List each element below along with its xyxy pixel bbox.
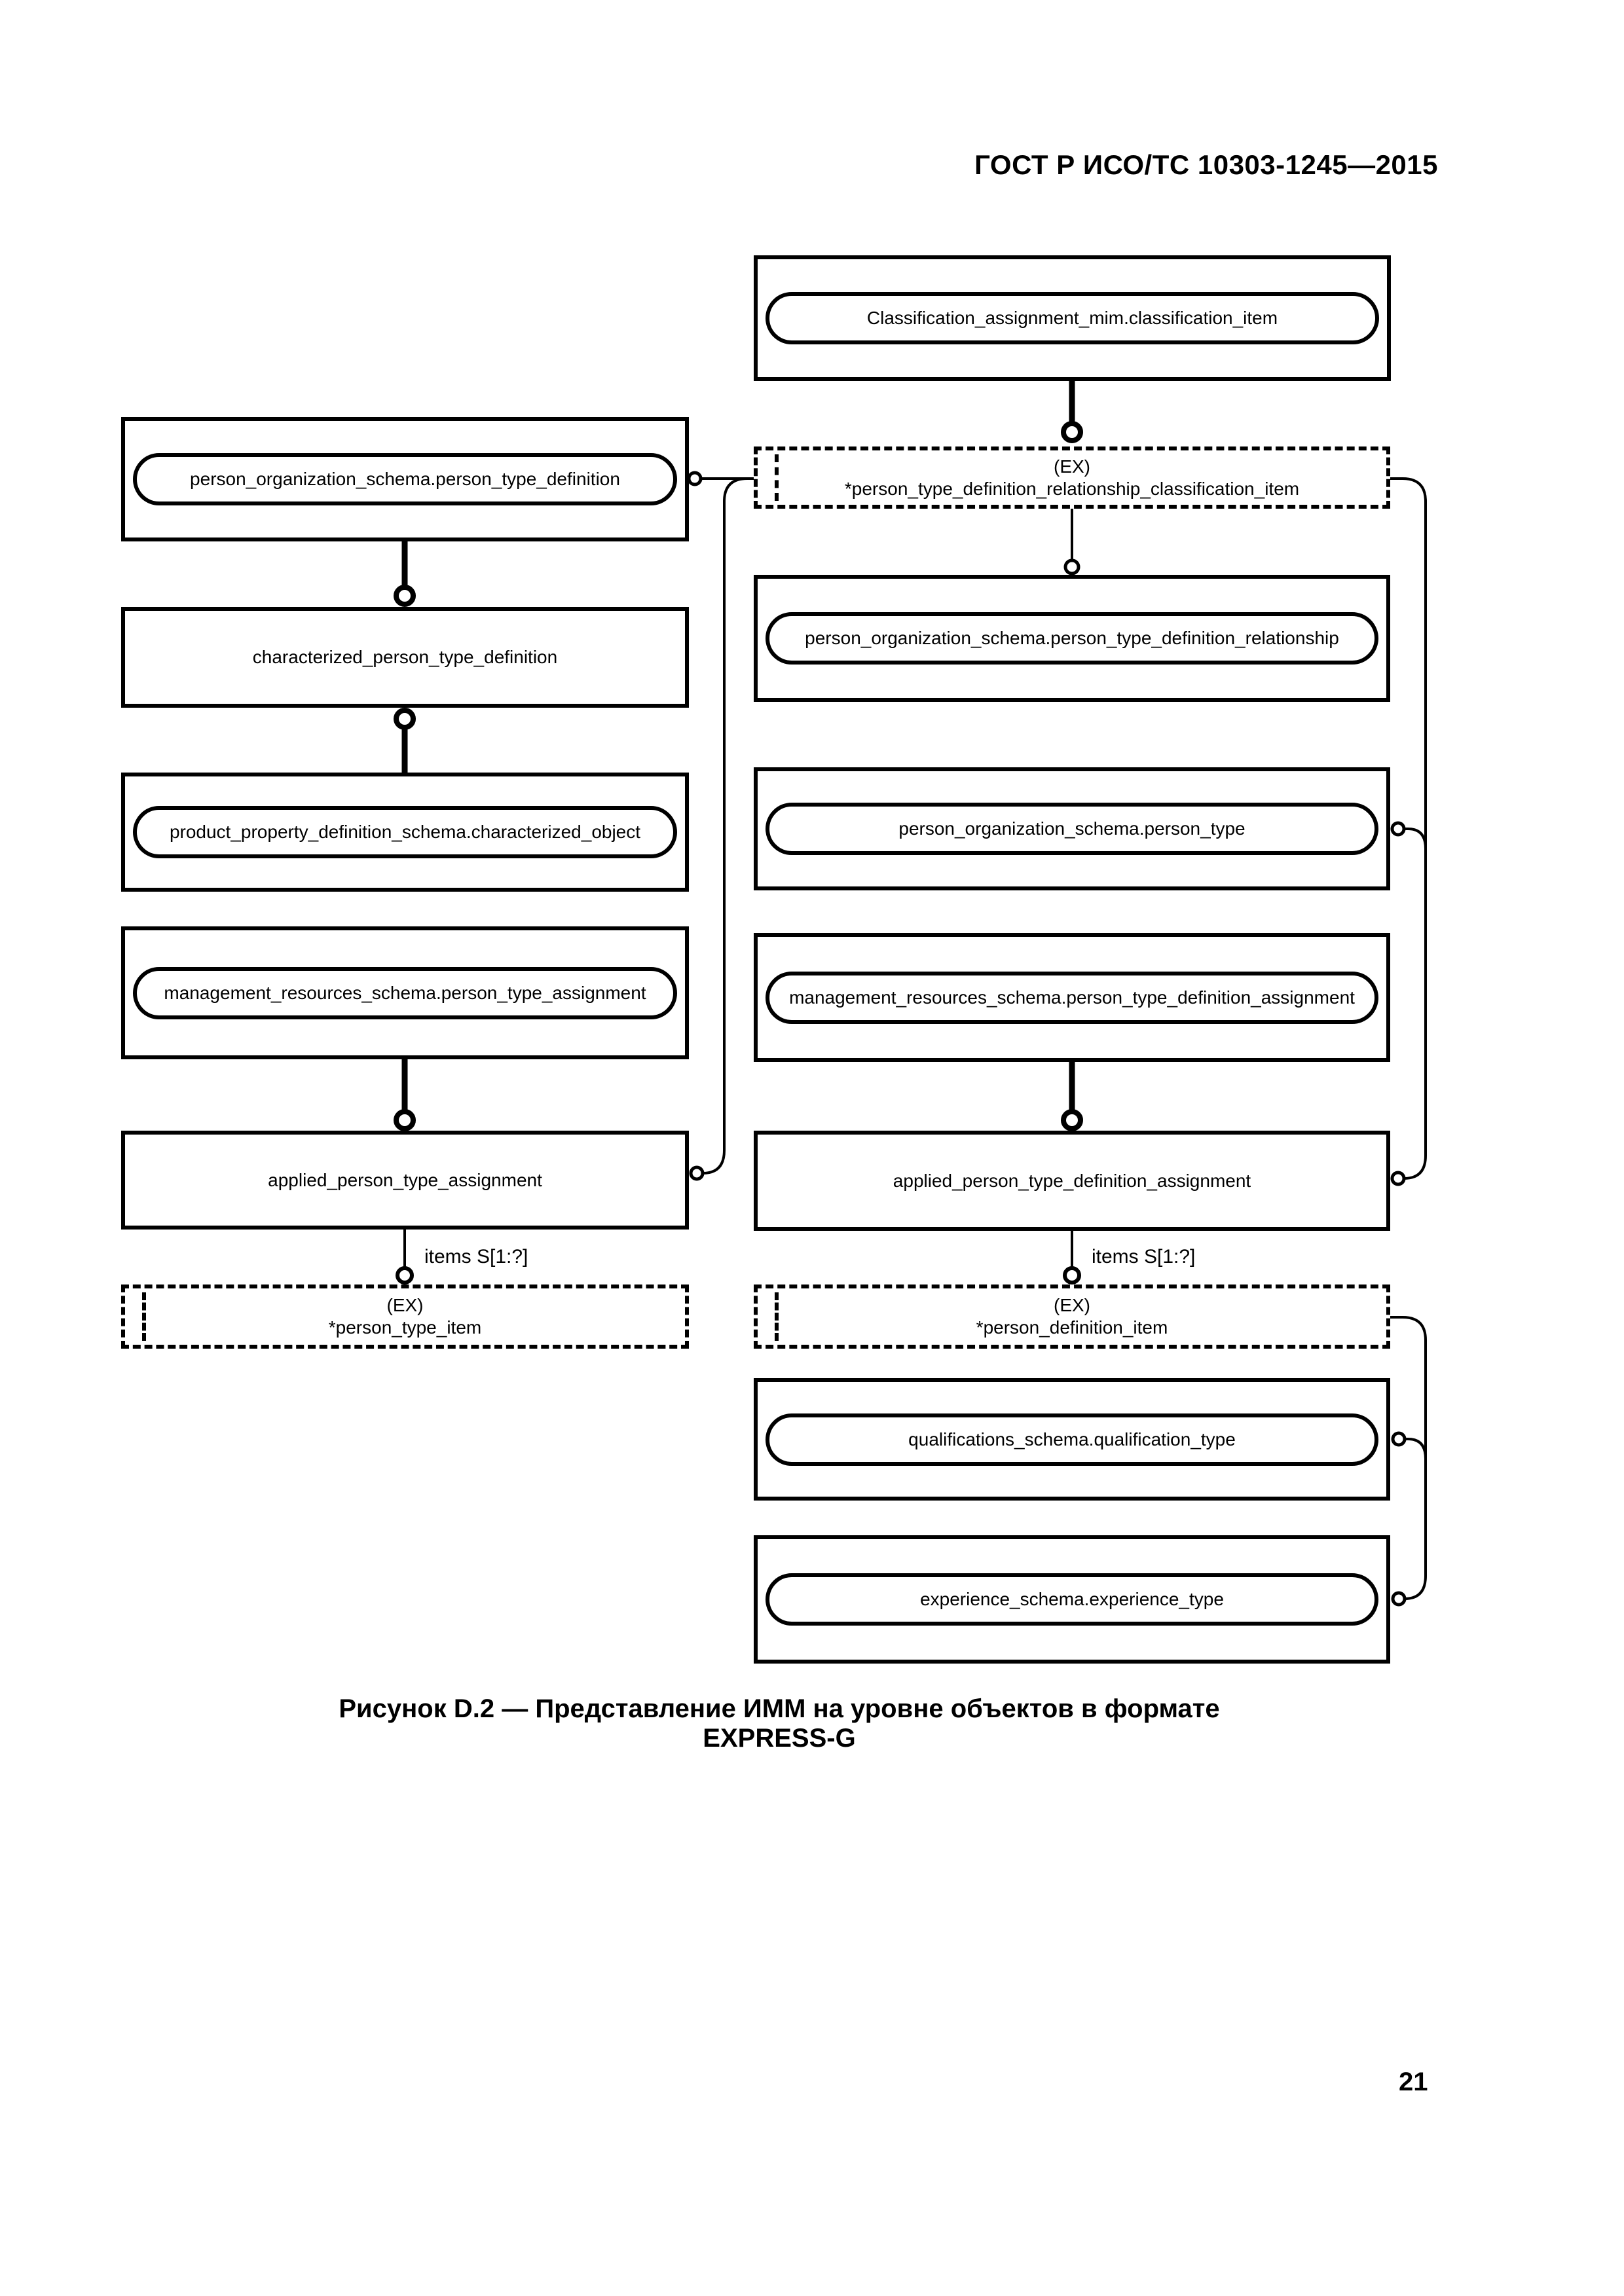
box-label: management_resources_schema.person_type_… xyxy=(164,982,646,1003)
box-label: applied_person_type_assignment xyxy=(268,1169,542,1190)
box-characterized-person-type-definition: characterized_person_type_definition xyxy=(121,607,689,708)
pill-person-type: person_organization_schema.person_type xyxy=(766,803,1378,855)
box-label: person_organization_schema.person_type_d… xyxy=(190,469,620,489)
box-select-classification-item: (EX) *person_type_definition_relationshi… xyxy=(754,446,1390,509)
figure-caption: Рисунок D.2 — Представление ИММ на уровн… xyxy=(339,1694,1220,1753)
box-select-person-type-item: (EX) *person_type_item xyxy=(121,1285,689,1349)
wire-right-upper xyxy=(1390,477,1427,1180)
attribute-circle xyxy=(396,1266,414,1285)
box-person-type: person_organization_schema.person_type xyxy=(754,767,1390,890)
select-ex-marker: (EX) xyxy=(1054,456,1090,477)
box-experience-type: experience_schema.experience_type xyxy=(754,1535,1390,1664)
attribute-circle xyxy=(1390,1171,1406,1186)
pill-classification-item: Classification_assignment_mim.classifica… xyxy=(766,292,1379,344)
wire-right-upper-branch xyxy=(1404,828,1427,849)
box-label: *person_type_item xyxy=(328,1317,482,1338)
select-ex-marker: (EX) xyxy=(1054,1295,1090,1315)
box-label: experience_schema.experience_type xyxy=(920,1589,1224,1609)
select-type-double-edge xyxy=(775,1292,779,1341)
subtype-circle xyxy=(1061,1109,1083,1131)
box-select-person-definition-item: (EX) *person_definition_item xyxy=(754,1285,1390,1349)
page-number: 21 xyxy=(1399,2068,1428,2096)
box-label: applied_person_type_definition_assignmen… xyxy=(893,1170,1251,1191)
wire-right-lower-branch xyxy=(1405,1438,1427,1459)
select-ex-marker: (EX) xyxy=(386,1295,424,1315)
box-applied-person-type-assignment: applied_person_type_assignment xyxy=(121,1131,689,1230)
box-person-type-definition-assignment: management_resources_schema.person_type_… xyxy=(754,933,1390,1062)
pill-person-type-definition-relationship: person_organization_schema.person_type_d… xyxy=(766,612,1378,665)
select-type-double-edge xyxy=(142,1292,146,1341)
attribute-circle xyxy=(1390,821,1406,837)
attribute-circle xyxy=(1063,558,1080,575)
box-person-type-definition-relationship: person_organization_schema.person_type_d… xyxy=(754,575,1390,702)
box-label: product_property_definition_schema.chara… xyxy=(169,822,641,842)
subtype-circle xyxy=(1061,421,1083,443)
box-label: Classification_assignment_mim.classifica… xyxy=(866,308,1278,328)
box-label: *person_definition_item xyxy=(976,1317,1168,1338)
box-label: qualifications_schema.qualification_type xyxy=(908,1429,1236,1449)
box-label: management_resources_schema.person_type_… xyxy=(789,987,1355,1008)
page-header-title: ГОСТ Р ИСО/ТС 10303-1245—2015 xyxy=(974,149,1438,180)
pill-characterized-object: product_property_definition_schema.chara… xyxy=(133,806,677,858)
box-classification-item: Classification_assignment_mim.classifica… xyxy=(754,255,1391,381)
attribute-circle xyxy=(1391,1591,1407,1607)
attribute-circle xyxy=(689,1165,705,1181)
box-label: characterized_person_type_definition xyxy=(252,647,558,667)
pill-person-type-definition-assignment: management_resources_schema.person_type_… xyxy=(766,971,1378,1024)
subtype-circle xyxy=(394,1109,416,1131)
subtype-circle xyxy=(394,708,416,730)
wire-left-vertical xyxy=(702,477,748,1175)
wire-right-lower xyxy=(1390,1316,1427,1600)
pill-person-type-assignment: management_resources_schema.person_type_… xyxy=(133,966,677,1019)
edge-label-items-left: items S[1:?] xyxy=(424,1246,528,1267)
pill-experience-type: experience_schema.experience_type xyxy=(766,1573,1378,1626)
pill-qualification-type: qualifications_schema.qualification_type xyxy=(766,1413,1378,1466)
select-type-double-edge xyxy=(775,454,779,501)
pill-person-type-definition: person_organization_schema.person_type_d… xyxy=(133,453,677,505)
attribute-circle xyxy=(687,471,703,486)
box-applied-person-type-definition-assignment: applied_person_type_definition_assignmen… xyxy=(754,1131,1390,1231)
box-label: *person_type_definition_relationship_cla… xyxy=(844,478,1300,499)
box-label: person_organization_schema.person_type xyxy=(898,818,1246,839)
box-qualification-type: qualifications_schema.qualification_type xyxy=(754,1378,1390,1501)
attribute-circle xyxy=(1063,1266,1081,1285)
edge-label-items-right: items S[1:?] xyxy=(1092,1246,1196,1267)
box-characterized-object: product_property_definition_schema.chara… xyxy=(121,773,689,892)
attribute-circle xyxy=(1391,1431,1407,1447)
box-label: person_organization_schema.person_type_d… xyxy=(805,628,1339,648)
box-person-type-assignment: management_resources_schema.person_type_… xyxy=(121,926,689,1059)
subtype-circle xyxy=(394,585,416,607)
box-person-type-definition: person_organization_schema.person_type_d… xyxy=(121,417,689,541)
